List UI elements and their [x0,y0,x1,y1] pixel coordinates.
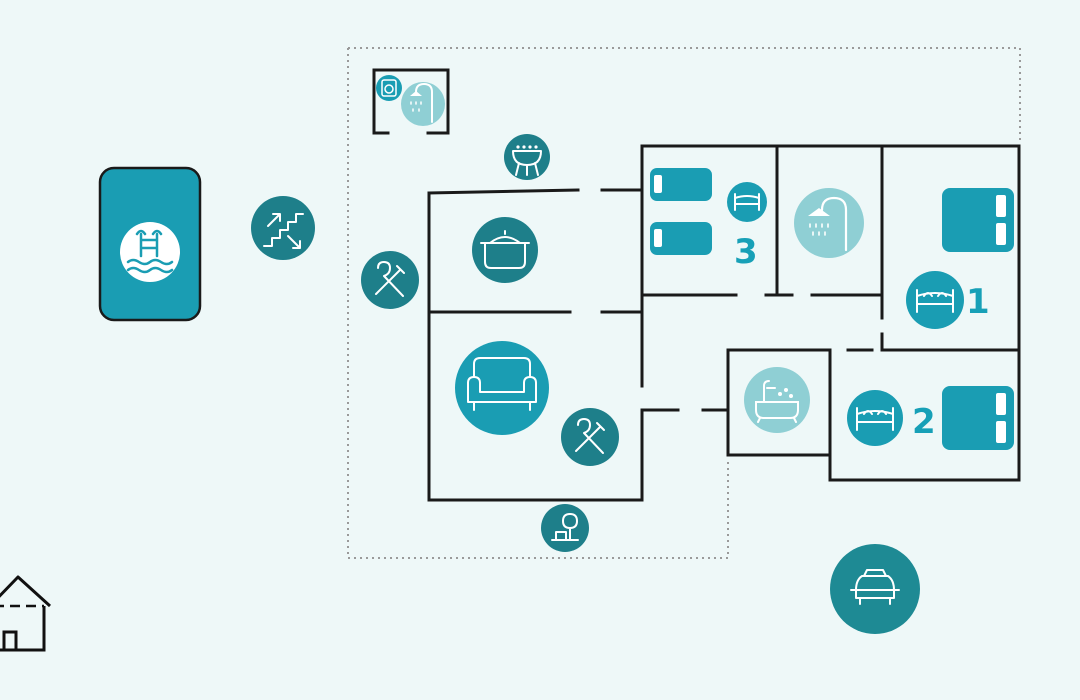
room-label-2: 2 [912,402,936,442]
room-label-1: 1 [966,282,990,322]
room-label-3: 3 [734,232,758,272]
shower-icon[interactable] [794,188,864,258]
bed-icon[interactable] [906,271,964,329]
house-walls [427,144,1021,502]
pool[interactable] [98,166,202,322]
bed-icon[interactable] [847,390,903,446]
bathtub-icon[interactable] [744,367,810,433]
laundry-icon[interactable] [376,75,402,101]
dining-icon[interactable] [561,408,619,466]
single-bed [650,168,712,201]
outbuilding-walls [372,68,450,135]
single-bed [650,222,712,255]
kitchen-icon[interactable] [472,217,538,283]
car-icon[interactable] [830,544,920,634]
outdoor-shower-icon[interactable] [401,82,445,126]
stairs-icon[interactable] [251,196,315,260]
double-bed [942,188,1014,252]
bed-icon[interactable] [727,182,767,222]
dining-icon[interactable] [361,251,419,309]
bbq-icon[interactable] [504,134,550,180]
pool-icon [120,222,180,282]
garden-icon[interactable] [541,504,589,552]
house-icon[interactable] [0,575,52,652]
living-room-icon[interactable] [455,341,549,435]
property-boundary [347,47,1021,559]
double-bed [942,386,1014,450]
